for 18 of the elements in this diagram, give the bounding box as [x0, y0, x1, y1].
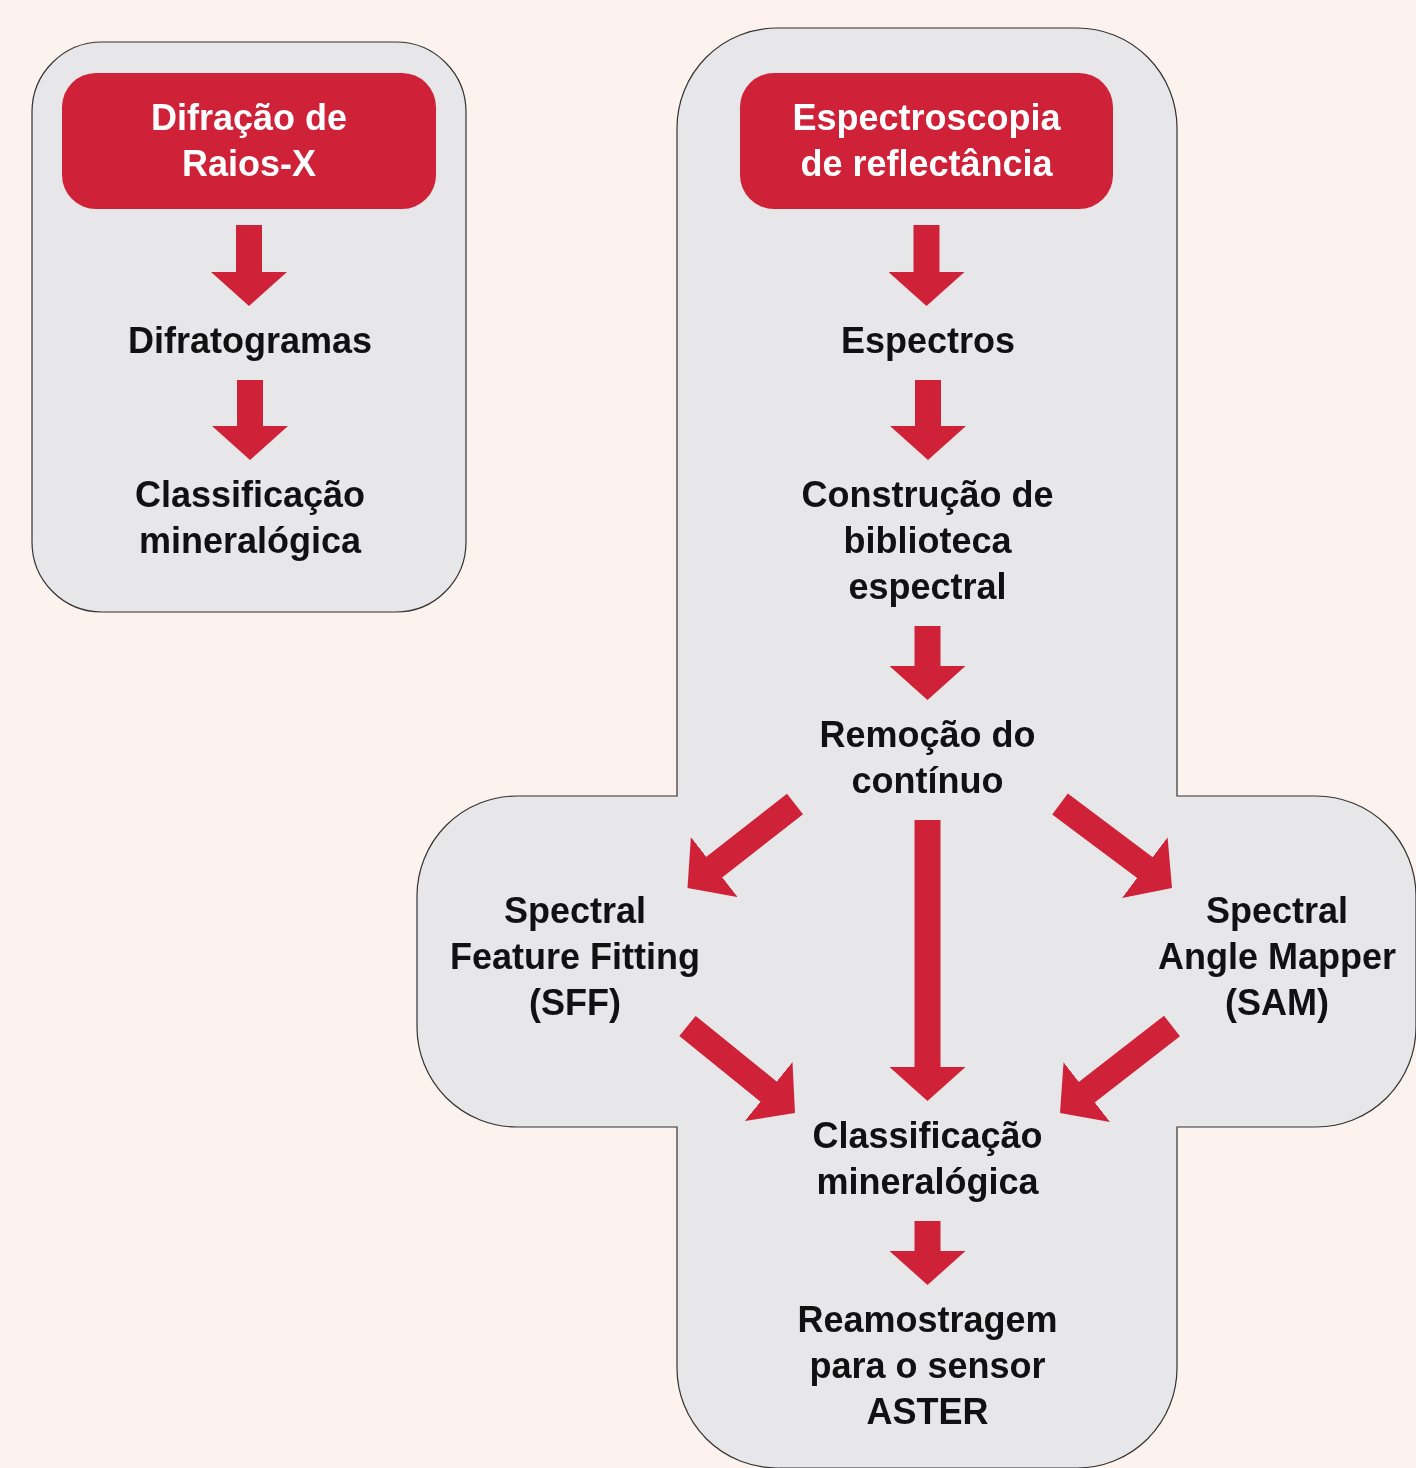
step-label: Classificação mineralógica [133, 473, 367, 563]
step-label: Espectros [840, 319, 1016, 363]
step-label: Remoção do contínuo [818, 713, 1037, 803]
step-label: Construção de biblioteca espectral [800, 473, 1055, 609]
arrow [890, 380, 966, 460]
arrow [212, 380, 288, 460]
step-label: Spectral Angle Mapper (SAM) [1157, 889, 1397, 1025]
method-header: Espectroscopia de reflectância [740, 73, 1113, 209]
step-label: Classificação mineralógica [811, 1114, 1044, 1204]
arrow [888, 225, 965, 306]
method-header: Difração de Raios-X [62, 73, 436, 209]
arrow [211, 225, 287, 306]
arrow [889, 626, 966, 700]
arrow [889, 1221, 966, 1285]
step-label: Spectral Feature Fitting (SFF) [449, 889, 701, 1025]
step-label: Difratogramas [127, 319, 373, 363]
arrow [889, 820, 966, 1101]
step-label: Reamostragem para o sensor ASTER [796, 1298, 1059, 1434]
